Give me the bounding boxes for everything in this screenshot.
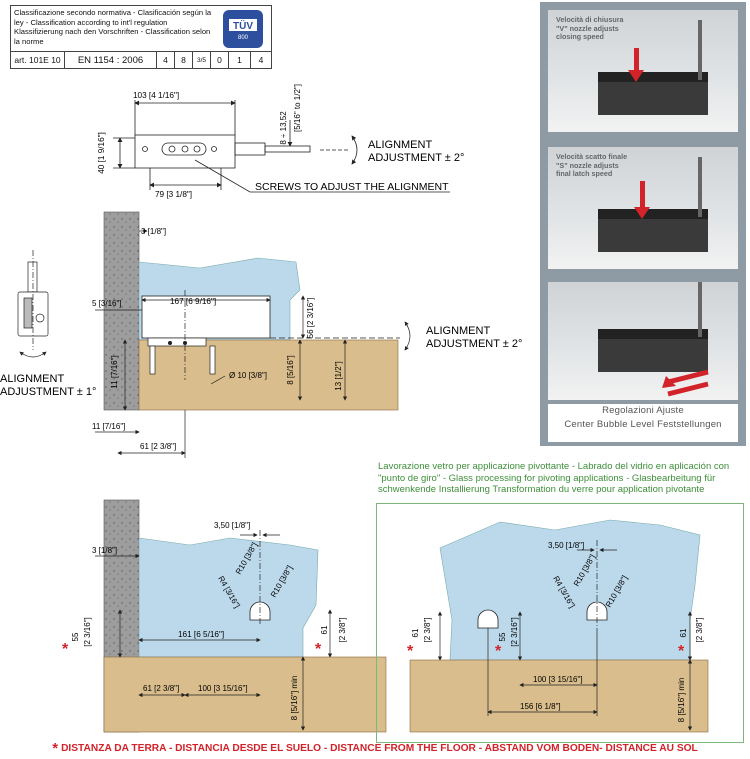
caption-line1: Regolazioni Ajuste [602, 405, 684, 416]
svg-text:*: * [62, 641, 69, 658]
screws-label: SCREWS TO ADJUST THE ALIGNMENT [255, 181, 449, 193]
br-dim-350: 3,50 [1/8"] [548, 541, 584, 550]
floor-distance-note: *DISTANZA DA TERRA - DISTANCIA DESDE EL … [0, 740, 750, 757]
closer-photo-art [598, 20, 708, 115]
side-dim-d10: Ø 10 [3/8"] [229, 371, 267, 380]
code-art: art. 101E 10 [11, 52, 65, 68]
side-dim-167: 167 [6 9/16"] [170, 297, 216, 306]
photo1-line1: Velocità di chiusura [556, 15, 624, 24]
code-cell: 8 [175, 52, 193, 68]
br-dim-156: 156 [6 1/8"] [520, 702, 561, 711]
bl-dim-3: 3 [1/8"] [92, 546, 117, 555]
photo2-line3: final latch speed [556, 169, 613, 178]
bl-dim-55-in: [2 3/16"] [83, 617, 92, 647]
br-dim-61l: 61 [411, 628, 420, 637]
top-view-drawing [113, 100, 450, 193]
br-dim-8min: 8 [5/16"] min [677, 678, 686, 723]
caption-line2: Center Bubble Level Feststellungen [564, 419, 722, 430]
photo2-line2: "S" nozzle adjusts [556, 160, 619, 170]
bl-dim-55: 55 [71, 632, 80, 641]
classification-text: Classificazione secondo normativa - Clas… [14, 8, 212, 46]
dim-8-in: [5/16" to 1/2"] [293, 84, 302, 132]
dim-79: 79 [3 1/8"] [155, 190, 192, 199]
side-dim-61: 61 [2 3/8"] [140, 442, 176, 451]
br-dim-61r-in: [2 3/8"] [695, 617, 704, 642]
bl-dim-100: 100 [3 15/16"] [198, 684, 248, 693]
dim-103: 103 [4 1/16"] [133, 91, 179, 100]
photo-latch-speed: Velocità scatto finale "S" nozzle adjust… [548, 147, 738, 269]
svg-text:*: * [678, 643, 685, 660]
code-cell: 4 [157, 52, 175, 68]
side-dim-11v: 11 [7/16"] [110, 355, 119, 388]
tuv-logo: TÜV 800 [223, 10, 263, 48]
side-dim-11h: 11 [7/16"] [92, 422, 125, 431]
bottom-right-drawing: * * * [407, 519, 709, 733]
photo1-line3: closing speed [556, 32, 604, 41]
bl-dim-61b: 61 [2 3/8"] [143, 684, 179, 693]
alignment-label: ALIGNMENT [368, 139, 432, 151]
side-dim-8: 8 [5/16"] [286, 355, 295, 385]
photo-closing-speed: Velocità di chiusura "V" nozzle adjusts … [548, 10, 738, 132]
photo-level [548, 282, 738, 400]
code-cell: 0 [211, 52, 229, 68]
tuv-label: TÜV [233, 19, 253, 32]
bl-dim-61: 61 [320, 625, 329, 634]
alignment-right-label: ALIGNMENT [426, 325, 490, 337]
code-norm: EN 1154 : 2006 [65, 52, 157, 68]
bl-dim-161: 161 [6 5/16"] [178, 630, 224, 639]
photo1-line2: "V" nozzle adjusts [556, 23, 619, 33]
side-dim-3: 3 [1/8"] [141, 227, 166, 236]
bl-dim-350: 3,50 [1/8"] [214, 521, 250, 530]
pivot-detail-frame [376, 503, 744, 743]
svg-text:*: * [315, 641, 322, 658]
bottom-left-drawing: * * [62, 499, 387, 733]
tuv-number: 800 [238, 35, 249, 41]
br-dim-55-in: [2 3/16"] [510, 617, 519, 647]
side-dim-5: 5 [3/16"] [92, 299, 122, 308]
photo-caption: Regolazioni Ajuste Center Bubble Level F… [548, 404, 738, 442]
arrow-left-icon [662, 376, 676, 388]
alignment-left-label: ALIGNMENT [0, 373, 64, 385]
glass-processing-note: Lavorazione vetro per applicazione pivot… [378, 461, 730, 495]
photo2-line1: Velocità scatto finale [556, 152, 628, 161]
photo-panel: Velocità di chiusura "V" nozzle adjusts … [540, 2, 746, 446]
bl-dim-61-in: [2 3/8"] [338, 617, 347, 642]
side-view-drawing [17, 211, 411, 458]
svg-text:*: * [407, 643, 414, 660]
code-cell: 1 [229, 52, 251, 68]
code-cell: 3/5 [193, 52, 211, 68]
svg-text:*: * [495, 643, 502, 660]
closer-photo-art [598, 157, 708, 252]
arrow-down-icon [634, 207, 650, 219]
code-cell: 4 [258, 55, 264, 65]
alignment-adjustment: ADJUSTMENT ± 2° [368, 152, 464, 164]
bl-dim-8min: 8 [5/16"] min [290, 676, 299, 721]
br-dim-61r: 61 [679, 628, 688, 637]
dim-40: 40 [1 9/16"] [97, 132, 106, 174]
classification-code-row: art. 101E 10 EN 1154 : 2006 4 8 3/5 0 1 … [10, 51, 272, 69]
closer-photo-art [598, 282, 709, 397]
side-dim-56: 56 [2 3/16"] [306, 298, 315, 339]
asterisk-icon: * [52, 740, 59, 757]
alignment-left-adjustment: ADJUSTMENT ± 1° [0, 386, 96, 398]
br-dim-100: 100 [3 15/16"] [533, 675, 583, 684]
side-dim-13: 13 [1/2"] [334, 361, 343, 391]
br-dim-55: 55 [498, 632, 507, 641]
br-dim-61l-in: [2 3/8"] [423, 617, 432, 642]
dim-8: 8 ÷ 13,52 [279, 111, 288, 145]
floor-distance-text: DISTANZA DA TERRA - DISTANCIA DESDE EL S… [61, 743, 698, 754]
arrow-down-icon [628, 70, 644, 82]
alignment-right-adjustment: ADJUSTMENT ± 2° [426, 338, 522, 350]
